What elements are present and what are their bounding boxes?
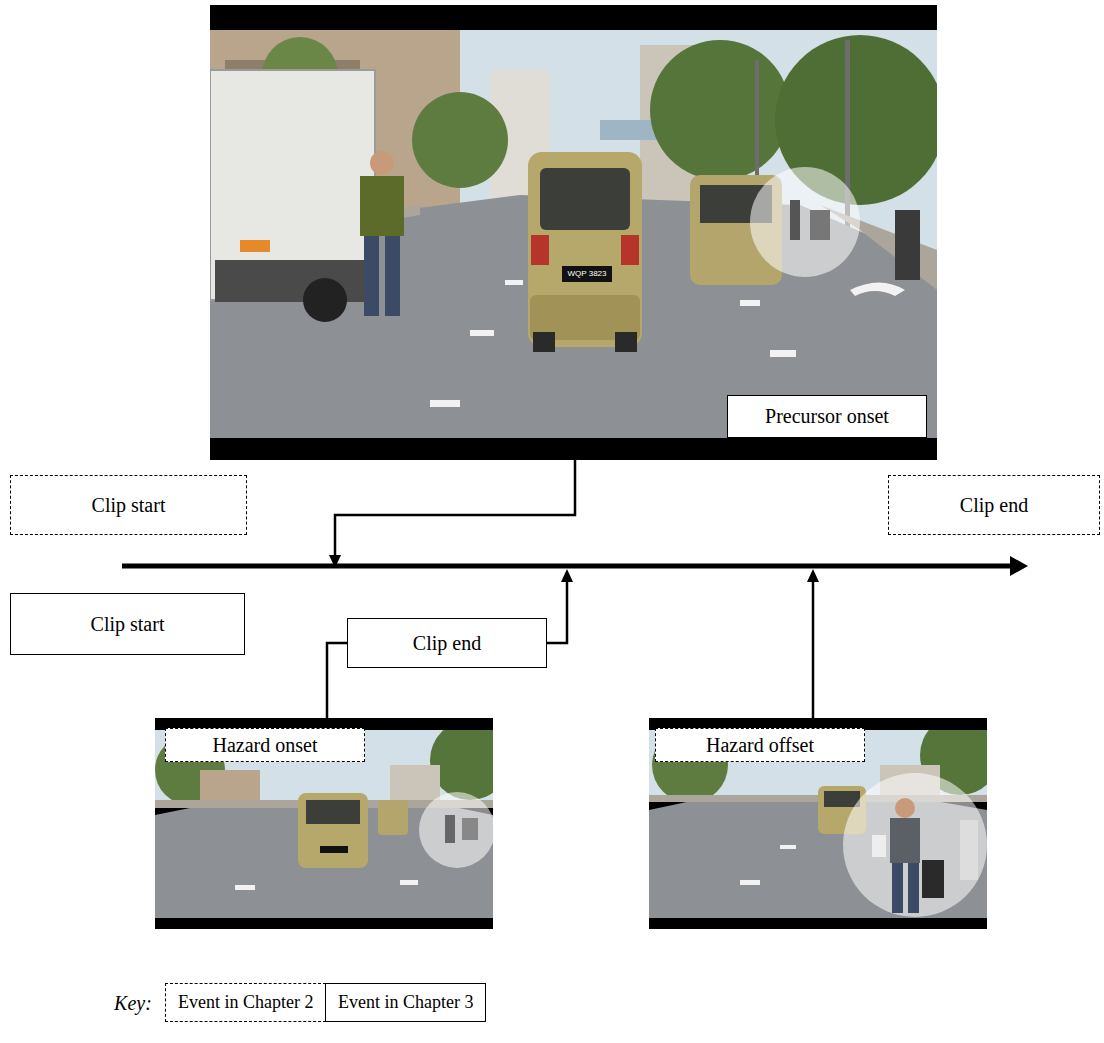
precursor-photo-part-part bbox=[770, 350, 796, 357]
precursor-photo-part-part bbox=[364, 236, 379, 316]
precursor-photo-part-part bbox=[303, 278, 347, 322]
hazard-offset-photo-part bbox=[649, 730, 987, 918]
hazard-offset-photo-part-part bbox=[740, 880, 760, 885]
hazard-offset-photo-part-part bbox=[908, 863, 919, 913]
hazard-offset-photo-part-part bbox=[922, 860, 944, 898]
event-box-solid: Clip start bbox=[10, 593, 245, 655]
precursor-photo-part bbox=[210, 30, 937, 438]
precursor-photo-part-part bbox=[790, 200, 800, 240]
precursor-photo-part-part bbox=[750, 167, 860, 277]
precursor-photo-part-part bbox=[360, 176, 404, 236]
hazard-offset-photo-part-part bbox=[843, 773, 987, 917]
hazard-onset-photo-part-part bbox=[400, 880, 418, 885]
leader-lines-part bbox=[807, 569, 819, 582]
leader-lines-part bbox=[335, 460, 575, 556]
event-label: Precursor onset bbox=[765, 405, 889, 428]
precursor-photo-part-part bbox=[540, 168, 630, 230]
key-heading: Key: bbox=[108, 990, 158, 1016]
event-box-dashed: Clip start bbox=[10, 475, 247, 535]
event-box-dashed: Hazard offset bbox=[655, 728, 865, 762]
event-box-dashed: Clip end bbox=[888, 475, 1100, 535]
event-label: Clip end bbox=[960, 494, 1028, 517]
legend: Event in Chapter 2 Event in Chapter 3 bbox=[165, 983, 486, 1022]
precursor-photo-part-part bbox=[370, 151, 394, 175]
legend-sample-solid: Event in Chapter 3 bbox=[325, 983, 486, 1022]
legend-sample-dashed: Event in Chapter 2 bbox=[165, 983, 326, 1022]
event-box-solid: Precursor onset bbox=[727, 395, 927, 438]
precursor-photo-part-part bbox=[533, 332, 555, 352]
connector-line bbox=[327, 643, 347, 728]
precursor-photo-part-part bbox=[528, 152, 642, 347]
timeline bbox=[122, 556, 1028, 576]
hazard-onset-photo-part-part bbox=[320, 846, 348, 853]
hazard-offset-photo bbox=[649, 715, 1000, 929]
event-box-dashed: Hazard onset bbox=[165, 728, 365, 762]
precursor-photo-part-part bbox=[385, 236, 400, 316]
precursor-photo-part-part bbox=[562, 266, 612, 282]
hazard-offset-photo-part-part bbox=[780, 845, 796, 849]
hazard-offset-photo-part-part bbox=[872, 835, 886, 857]
hazard-onset-photo bbox=[155, 718, 510, 929]
event-box-solid: Clip end bbox=[347, 618, 547, 668]
licence-plate-text: WQP 3823 bbox=[562, 266, 612, 282]
legend-text: Event in Chapter 2 bbox=[178, 992, 313, 1012]
hazard-onset-photo-part-part bbox=[378, 800, 408, 835]
leader-lines-part bbox=[547, 581, 567, 643]
precursor-photo-part-part bbox=[650, 40, 790, 180]
hazard-onset-photo-part-part bbox=[298, 793, 368, 868]
hazard-onset-photo-part-part bbox=[200, 770, 260, 805]
leader-lines bbox=[329, 460, 819, 718]
event-label: Clip start bbox=[91, 613, 165, 636]
hazard-onset-photo-part-part bbox=[462, 818, 478, 840]
hazard-offset-photo-part-part bbox=[895, 798, 915, 818]
hazard-onset-photo-part-part bbox=[445, 815, 455, 843]
precursor-photo-part-part bbox=[430, 400, 460, 407]
hazard-onset-photo-part-part bbox=[235, 885, 255, 890]
leader-lines-part bbox=[329, 555, 341, 568]
legend-text: Event in Chapter 3 bbox=[338, 992, 473, 1012]
event-label: Hazard onset bbox=[213, 734, 318, 757]
precursor-photo-part-part bbox=[470, 330, 494, 336]
hazard-onset-photo-part bbox=[155, 730, 493, 918]
hazard-onset-photo-part-part bbox=[419, 792, 493, 868]
event-label: Clip start bbox=[92, 494, 166, 517]
hazard-offset-photo-part-part bbox=[890, 818, 920, 863]
leader-lines-part bbox=[812, 581, 815, 718]
precursor-photo-part-part bbox=[615, 332, 637, 352]
precursor-photo-part-part bbox=[850, 283, 905, 297]
hazard-offset-photo-part-part bbox=[892, 863, 903, 913]
hazard-offset-photo-part-part bbox=[960, 820, 978, 880]
precursor-photo-part-part bbox=[505, 280, 523, 285]
timeline-part bbox=[122, 564, 1012, 569]
hazard-offset-photo-part-part bbox=[824, 791, 860, 807]
hazard-onset-photo-part-part bbox=[306, 800, 360, 824]
event-label: Clip end bbox=[413, 632, 481, 655]
event-label: Hazard offset bbox=[706, 734, 814, 757]
hazard-onset-photo-part-part bbox=[390, 765, 440, 805]
leader-lines-part bbox=[561, 569, 573, 582]
precursor-photo-part-part bbox=[240, 240, 270, 252]
precursor-photo-part-part bbox=[621, 235, 639, 265]
precursor-photo-part-part bbox=[895, 210, 920, 280]
precursor-photo-part-part bbox=[412, 92, 508, 188]
precursor-photo-part-part bbox=[531, 235, 549, 265]
precursor-photo bbox=[210, 5, 945, 460]
precursor-photo-part-part bbox=[740, 300, 760, 306]
timeline-part bbox=[1010, 556, 1028, 576]
precursor-photo-part-part bbox=[810, 210, 830, 240]
